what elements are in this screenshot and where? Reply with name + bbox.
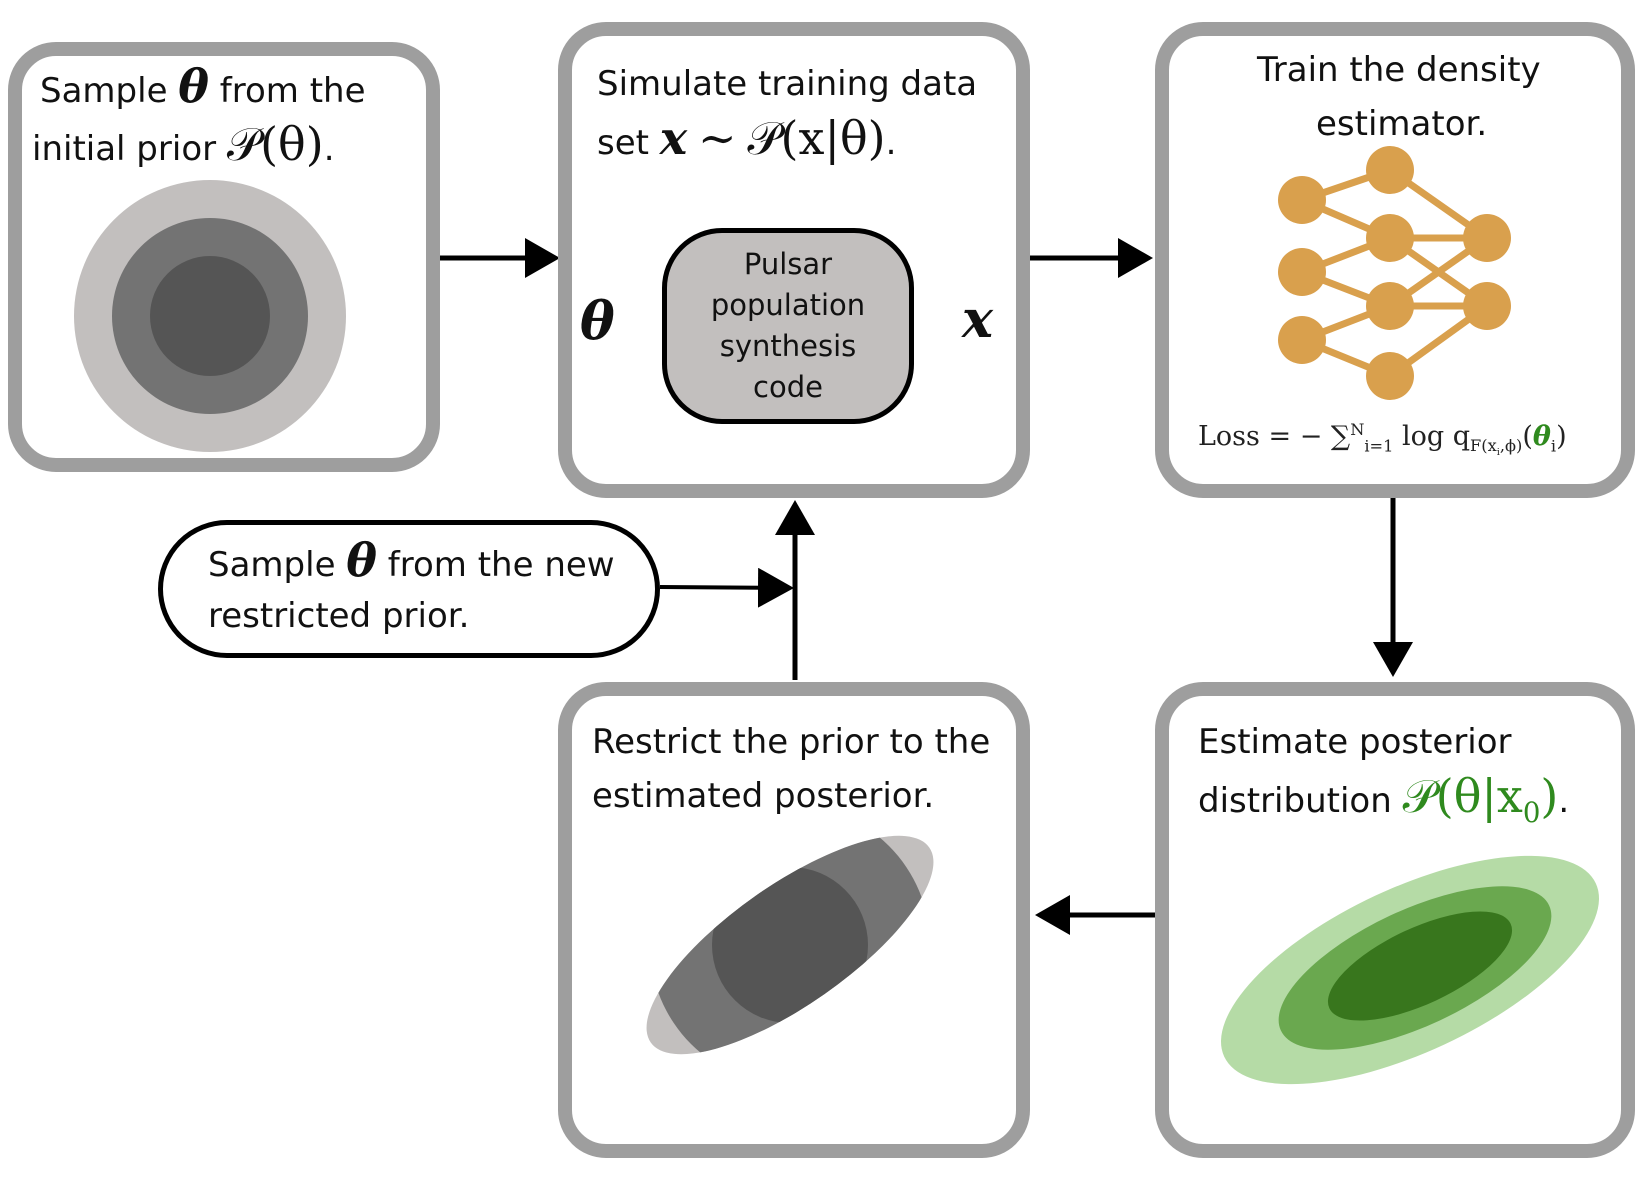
new-prior-text-sample: Sample [208, 545, 336, 585]
simulator-label-line2: population [710, 288, 866, 322]
simulate-text-set: set [597, 123, 649, 163]
initial-prior-line2: initial prior 𝒫(θ). [32, 118, 335, 175]
new-prior-theta: θ [346, 533, 377, 587]
loss-q-sub-i: i [1496, 447, 1500, 459]
loss-sum-sub: i=1 [1364, 436, 1394, 456]
theta-symbol: θ [178, 59, 209, 113]
posterior-expr-close: ) [1540, 769, 1559, 823]
x-symbol: x [659, 111, 688, 165]
likelihood-expression: 𝒫(x|θ) [747, 111, 886, 165]
initial-prior-text-sample: Sample [40, 71, 168, 111]
arrow-new-prior-to-loop [659, 567, 794, 608]
loss-arg-sub: i [1550, 436, 1557, 456]
simulate-line1: Simulate training data [597, 64, 978, 104]
simulator-label-line1: Pulsar [743, 247, 833, 281]
simulator-label-line3: synthesis [719, 329, 857, 363]
loss-formula: Loss = − ∑Ni=1 log qF(xi,ϕ)(θi) [1198, 420, 1567, 459]
estimate-period: . [1558, 781, 1570, 821]
loss-sum: = − ∑ [1268, 421, 1351, 452]
loss-arg-theta: θ [1532, 421, 1551, 452]
simulate-line2: set x ∼ 𝒫(x|θ). [597, 112, 896, 169]
loss-label: Loss [1198, 421, 1260, 452]
train-line2: estimator. [1316, 104, 1488, 144]
estimate-line2: distribution 𝒫(θ|x0). [1198, 770, 1569, 839]
posterior-expression: 𝒫(θ|x0) [1402, 769, 1559, 829]
loss-q-sub: F(x [1470, 436, 1497, 456]
new-prior-line2: restricted prior. [208, 596, 470, 636]
posterior-expr-main: 𝒫(θ|x [1402, 769, 1523, 823]
new-prior-text-from: from the new [387, 545, 615, 585]
simulate-period: . [885, 123, 897, 163]
simulator-output-x: x [962, 289, 994, 350]
loss-arg-open: ( [1522, 421, 1533, 452]
simulator-label-line4: code [753, 370, 823, 404]
loss-q-sub-end: ,ϕ) [1499, 436, 1523, 456]
initial-prior-period: . [323, 129, 335, 169]
new-prior-line1: Sample θ from the new [208, 534, 615, 591]
prior-expression: 𝒫(θ) [226, 117, 324, 171]
sim-symbol: ∼ [698, 111, 737, 165]
simulator-code-box: Pulsar population synthesis code [662, 228, 914, 424]
initial-prior-line1: Sample θ from the [40, 60, 366, 117]
loss-arg-close: ) [1556, 421, 1567, 452]
estimate-text-distribution: distribution [1198, 781, 1392, 821]
restrict-line1: Restrict the prior to the [592, 722, 991, 762]
initial-prior-text-initial: initial prior [32, 129, 217, 169]
initial-prior-text-from: from the [219, 71, 366, 111]
estimate-line1: Estimate posterior [1198, 722, 1512, 762]
new-prior-pill [158, 520, 660, 658]
loss-sum-sup: N [1350, 420, 1365, 439]
restrict-line2: estimated posterior. [592, 776, 935, 816]
loss-log-q: log q [1402, 421, 1471, 452]
train-line1: Train the density [1257, 50, 1541, 90]
simulator-input-theta: θ [580, 291, 615, 352]
posterior-expr-sub: 0 [1522, 796, 1541, 830]
